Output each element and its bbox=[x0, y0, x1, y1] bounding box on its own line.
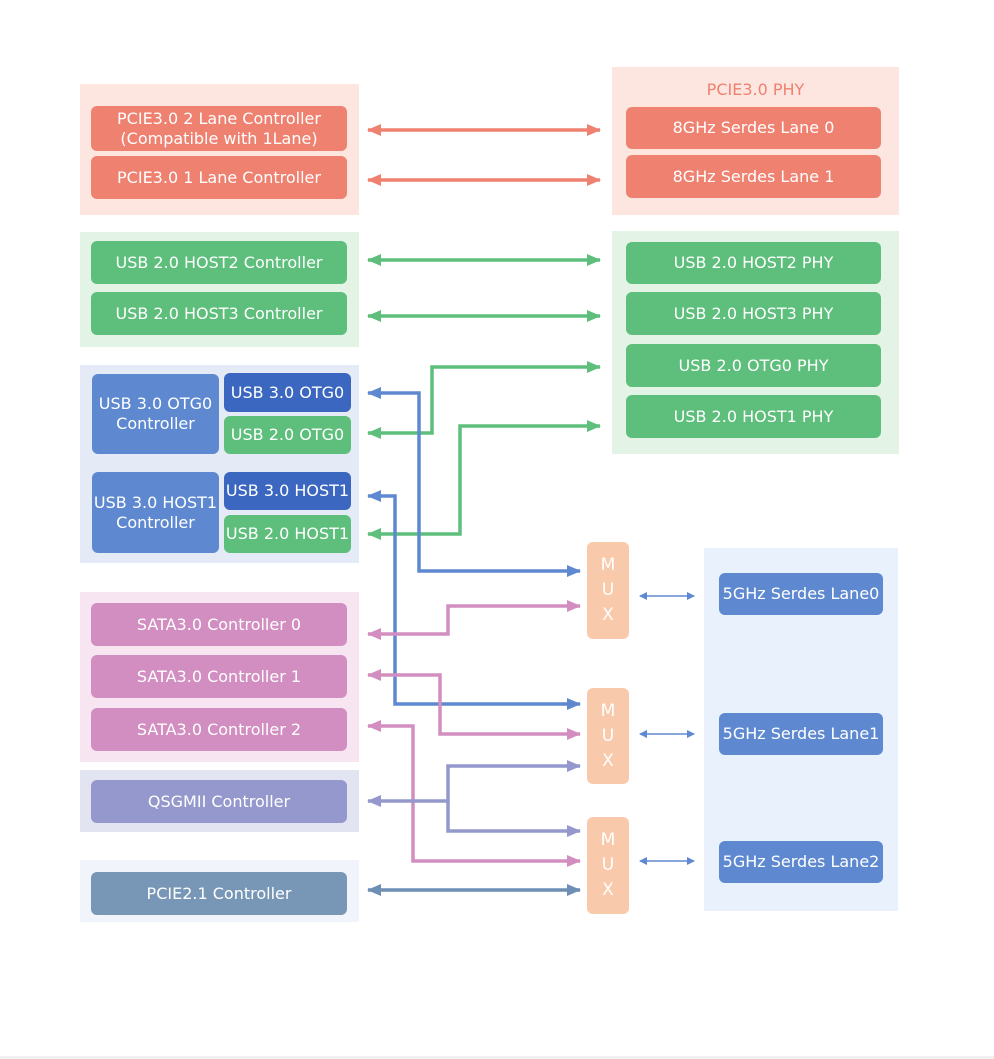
usb3-otg0-port: USB 3.0 OTG0 bbox=[224, 373, 351, 412]
serdes5g-lane0: 5GHz Serdes Lane0 bbox=[719, 573, 883, 615]
qsgmii-controller: QSGMII Controller bbox=[91, 780, 347, 823]
usb3-host1-controller-line2: Controller bbox=[116, 512, 195, 532]
mux-2-letter-m: M bbox=[600, 700, 616, 721]
pcie3-phy-title: PCIE3.0 PHY bbox=[706, 80, 805, 99]
usb2-host2-phy: USB 2.0 HOST2 PHY bbox=[626, 242, 881, 284]
arrow-sata0-mux1 bbox=[367, 600, 581, 640]
mux-1-letter-x: X bbox=[602, 605, 614, 625]
bottom-divider bbox=[0, 1056, 994, 1059]
serdes5g-lane2: 5GHz Serdes Lane2 bbox=[719, 841, 883, 883]
usb3-otg0-controller-line1: USB 3.0 OTG0 bbox=[98, 394, 213, 413]
usb2-host1-phy: USB 2.0 HOST1 PHY bbox=[626, 395, 881, 438]
usb3-otg0-controller: USB 3.0 OTG0 Controller bbox=[92, 374, 219, 454]
pcie3-1lane-controller: PCIE3.0 1 Lane Controller bbox=[91, 156, 347, 199]
mux-3-letter-u: U bbox=[601, 855, 615, 875]
mux-2-letter-x: X bbox=[602, 750, 614, 771]
usb2-host2-controller: USB 2.0 HOST2 Controller bbox=[91, 241, 347, 284]
arrow-qsgmii-mux2 bbox=[367, 760, 581, 807]
mux-2: M U X bbox=[587, 688, 629, 784]
arrow-usb3-otg0-mux1 bbox=[367, 387, 581, 577]
arrow-usb2-otg0-phy bbox=[367, 361, 601, 439]
usb3-host1-controller: USB 3.0 HOST1 Controller bbox=[92, 472, 219, 553]
sata-controller-2: SATA3.0 Controller 2 bbox=[91, 708, 347, 751]
arrow-qsgmii-mux3 bbox=[446, 801, 581, 837]
usb3-host1-port: USB 3.0 HOST1 bbox=[224, 472, 351, 510]
arrow-usb2-host1-phy bbox=[367, 420, 601, 540]
mux-1-letter-m: M bbox=[600, 555, 616, 575]
usb2-otg0-phy: USB 2.0 OTG0 PHY bbox=[626, 344, 881, 387]
usb2-host3-controller: USB 2.0 HOST3 Controller bbox=[91, 292, 347, 335]
mux-2-letter-u: U bbox=[601, 725, 615, 746]
arrow-sata2-mux3 bbox=[367, 720, 581, 867]
arrow-usb3-host1-mux2 bbox=[367, 490, 581, 710]
mux-1-letter-u: U bbox=[601, 580, 615, 600]
mux-1: M U X bbox=[587, 542, 629, 639]
usb3-otg0-controller-line2: Controller bbox=[116, 414, 195, 433]
usb2-otg0-port: USB 2.0 OTG0 bbox=[224, 416, 351, 454]
mux-3-letter-x: X bbox=[602, 880, 614, 900]
pcie3-2lane-controller: PCIE3.0 2 Lane Controller (Compatible wi… bbox=[91, 106, 347, 151]
mux-3: M U X bbox=[587, 817, 629, 914]
usb3-host1-controller-line1: USB 3.0 HOST1 bbox=[93, 492, 218, 512]
mux-3-letter-m: M bbox=[600, 830, 616, 850]
usb2-host3-phy: USB 2.0 HOST3 PHY bbox=[626, 292, 881, 335]
sata-controller-1: SATA3.0 Controller 1 bbox=[91, 655, 347, 698]
pcie3-serdes-lane1: 8GHz Serdes Lane 1 bbox=[626, 155, 881, 198]
pcie3-serdes-lane0: 8GHz Serdes Lane 0 bbox=[626, 107, 881, 149]
pcie3-2lane-controller-line1: PCIE3.0 2 Lane Controller bbox=[117, 108, 321, 128]
sata-controller-0: SATA3.0 Controller 0 bbox=[91, 603, 347, 646]
pcie3-2lane-controller-line2: (Compatible with 1Lane) bbox=[120, 128, 318, 148]
usb2-host1-port: USB 2.0 HOST1 bbox=[224, 515, 351, 553]
pcie2-controller: PCIE2.1 Controller bbox=[91, 872, 347, 915]
serdes5g-lane1: 5GHz Serdes Lane1 bbox=[719, 713, 883, 755]
